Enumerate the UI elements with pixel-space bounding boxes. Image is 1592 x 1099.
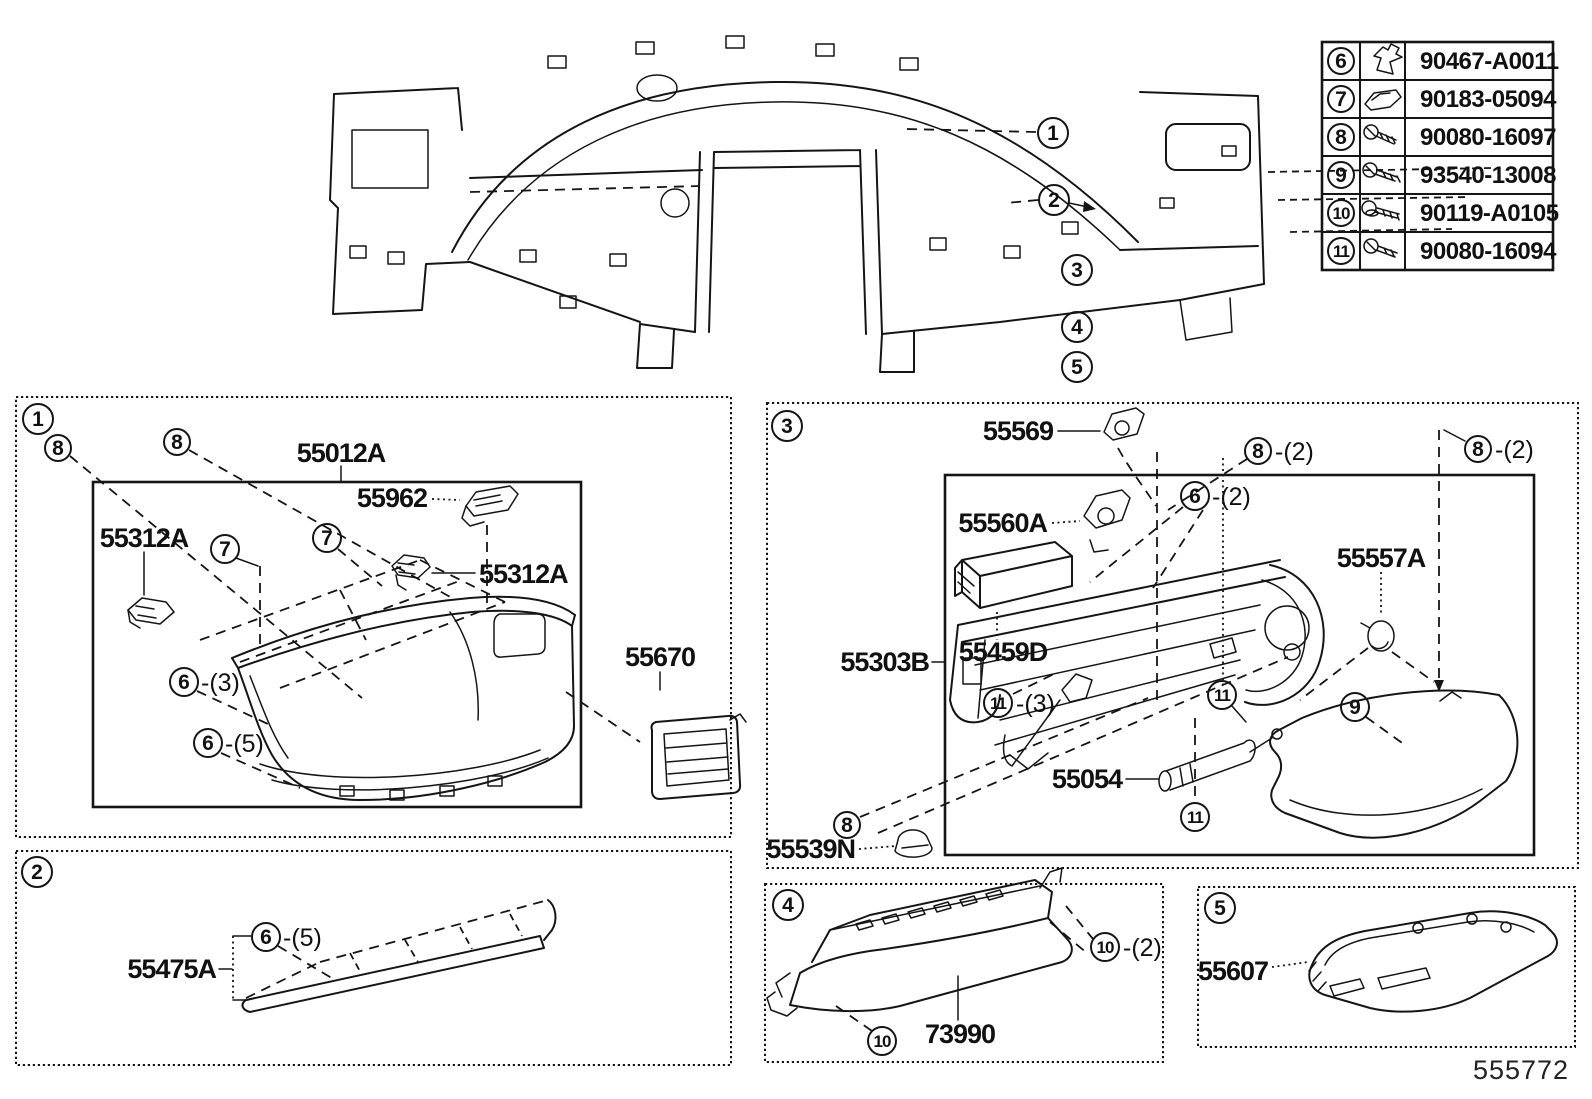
table-part-2: 90080-16097 <box>1420 124 1556 151</box>
box1-ref-8b: 8 <box>171 431 183 454</box>
box1-ref-6a: 6 <box>178 671 190 694</box>
detail-box-5: 5 55607 <box>1197 886 1576 1048</box>
side-register-55670-drawing <box>650 713 747 800</box>
box3-qty-8a: -(2) <box>1275 438 1314 466</box>
glove-box-door-drawing <box>199 559 576 801</box>
part-label-55054: 55054 <box>1052 764 1123 794</box>
screw-icon <box>1363 238 1398 258</box>
part-label-55557a: 55557A <box>1337 543 1426 573</box>
part-label-55607: 55607 <box>1198 956 1268 986</box>
glove-door-drawing <box>1269 689 1519 839</box>
main-callout-1: 1 <box>1047 122 1059 145</box>
part-label-55560a: 55560A <box>958 508 1047 538</box>
box3-ref-8b-num: 8 <box>1472 438 1484 461</box>
detail-box-3: 3 55569 8 -(2) 8 -(2) 6 -(2) 55560A 5555… <box>766 402 1579 869</box>
fastener-part-numbers: 90467-A0011 90183-05094 90080-16097 9354… <box>1420 48 1559 265</box>
box4-callout: 4 <box>782 894 794 917</box>
part-label-55539n: 55539N <box>766 834 855 864</box>
table-ref-11: 11 <box>1333 242 1350 261</box>
part-label-55569: 55569 <box>983 416 1054 446</box>
clip-55312a-right-drawing <box>391 554 431 591</box>
box2-callout: 2 <box>31 861 43 884</box>
table-ref-9: 9 <box>1335 164 1347 187</box>
box3-callout: 3 <box>781 415 793 438</box>
box4-ref-10a: 10 <box>874 1032 891 1051</box>
instrument-panel-assembly-drawing: 1 2 3 4 5 <box>329 35 1493 383</box>
detail-box-4: 4 73990 10 10 -(2) <box>764 867 1164 1063</box>
under-cover-73990-drawing <box>766 867 1073 1017</box>
box4-ref-10b: 10 <box>1097 938 1114 957</box>
clip-55539n-drawing <box>894 829 933 858</box>
main-callout-3: 3 <box>1071 259 1083 282</box>
box3-ref-6: 6 <box>1189 485 1201 508</box>
tray-55459d-drawing <box>954 541 1073 609</box>
main-callout-5: 5 <box>1071 356 1083 379</box>
bracket-clip-drawing <box>1061 673 1093 703</box>
main-callouts: 1 2 3 4 5 <box>1037 117 1093 383</box>
spring-clip-icon <box>1364 89 1402 111</box>
box1-callout: 1 <box>32 408 44 431</box>
diagram-number: 555772 <box>1473 1055 1569 1085</box>
main-callout-4: 4 <box>1071 316 1083 339</box>
cover-slots <box>855 889 1004 931</box>
table-ref-7: 7 <box>1335 88 1347 111</box>
table-ref-8: 8 <box>1335 126 1347 149</box>
push-clip-icon <box>1373 43 1403 75</box>
cover-55475a-drawing <box>241 899 557 1013</box>
table-part-4: 90119-A0105 <box>1420 200 1559 227</box>
box2-ref-6: 6 <box>260 926 272 949</box>
box5-callout: 5 <box>1214 897 1226 920</box>
table-ref-10: 10 <box>1333 204 1350 223</box>
screw-icon <box>1361 200 1400 221</box>
part-label-55670: 55670 <box>625 642 695 672</box>
main-callout-2: 2 <box>1048 189 1060 212</box>
box3-ref-8a: 8 <box>1252 440 1264 463</box>
box1-ref-6b: 6 <box>202 732 214 755</box>
box1-ref-7b: 7 <box>321 527 333 550</box>
part-label-55303b: 55303B <box>840 647 929 677</box>
box3-ref-11b: 11 <box>1214 686 1231 705</box>
box3-qty-8b: -(2) <box>1495 436 1534 464</box>
table-part-1: 90183-05094 <box>1420 86 1557 113</box>
detail-box-1: 1 8 8 55012A 55962 55312A 7 7 <box>15 396 747 838</box>
part-label-55012a: 55012A <box>297 438 386 468</box>
clip-55312a-left-drawing <box>127 597 175 629</box>
table-part-5: 90080-16094 <box>1420 238 1557 265</box>
fastener-refs: 6 7 8 9 10 11 <box>1327 47 1355 265</box>
box3-qty-11a: -(3) <box>1016 690 1055 718</box>
box4-qty-10b: -(2) <box>1123 934 1162 962</box>
part-label-55962: 55962 <box>357 483 427 513</box>
lock-cylinder-55054-drawing <box>1158 728 1283 792</box>
table-part-3: 93540-13008 <box>1420 162 1556 189</box>
box1-qty-6a: -(3) <box>201 669 240 697</box>
detail-box-2: 2 55475A 6 -(5) <box>15 850 732 1066</box>
clip-55569-drawing <box>1103 407 1145 441</box>
screw-icon <box>1363 124 1397 145</box>
clip-55962-drawing <box>461 485 519 527</box>
part-label-55312a-right: 55312A <box>479 559 568 589</box>
screw-icon <box>1362 162 1401 183</box>
glove-housing-55303b-drawing <box>949 559 1325 770</box>
fastener-table: 6 7 8 9 10 11 90467-A0011 90183-0509 <box>1320 40 1559 272</box>
box1-qty-6b: -(5) <box>225 730 264 758</box>
box3-ref-9: 9 <box>1349 696 1361 719</box>
box3-ref-8c: 8 <box>841 814 853 837</box>
part-label-55475a: 55475A <box>127 954 216 984</box>
box3-qty-6: -(2) <box>1212 483 1251 511</box>
table-part-0: 90467-A0011 <box>1420 48 1559 75</box>
part-label-55312a-left: 55312A <box>100 523 189 553</box>
box3-ref-11c: 11 <box>1187 808 1204 827</box>
grommet-55557a-drawing <box>1360 620 1395 652</box>
box1-ref-8a: 8 <box>52 437 64 460</box>
silencer-pad-55607-drawing <box>1308 910 1558 1013</box>
table-ref-6: 6 <box>1335 50 1347 73</box>
panel-clip-holes <box>349 35 1237 309</box>
part-label-73990: 73990 <box>925 1019 995 1049</box>
box2-qty-6: -(5) <box>283 924 322 952</box>
box1-ref-7a: 7 <box>219 538 231 561</box>
box3-ref-11a: 11 <box>990 694 1007 713</box>
clip-55560a-drawing <box>1083 489 1131 553</box>
